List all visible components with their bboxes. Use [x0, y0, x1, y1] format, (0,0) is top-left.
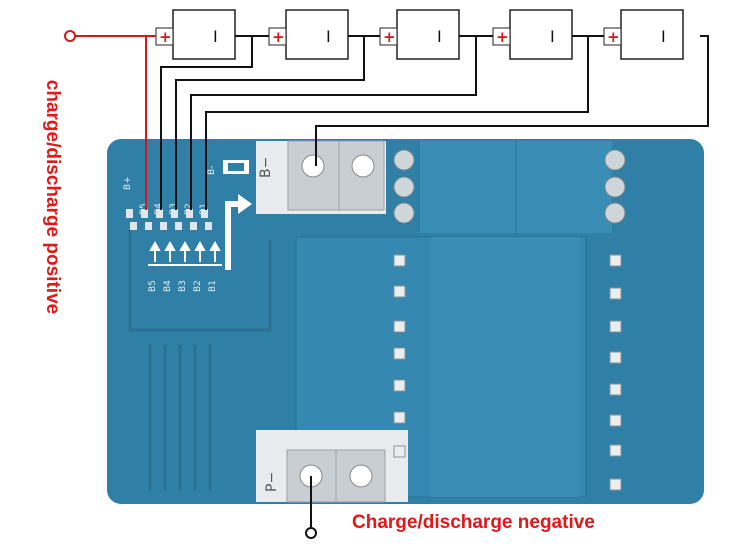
battery-cell-4: + I	[492, 9, 573, 60]
battery-cell-3: + I	[379, 9, 460, 60]
b-minus-hole-1	[301, 154, 325, 178]
battery-cell-2: + I	[268, 9, 349, 60]
battery-5-minus: I	[661, 27, 666, 46]
pin-label-b4: B4	[154, 203, 164, 215]
battery-3-minus: I	[437, 27, 442, 46]
pin-label-bplus: B+	[123, 176, 133, 190]
white-arrow	[225, 201, 238, 270]
battery-4-minus: I	[550, 27, 555, 46]
negative-terminal	[305, 527, 317, 539]
battery-1-minus: I	[213, 27, 218, 46]
mosfet-pads-left	[393, 254, 406, 458]
battery-cell-1: + I	[155, 9, 236, 60]
pin-label-bottom-b3: B3	[178, 280, 188, 292]
pin-label-bottom-b4: B4	[163, 280, 173, 292]
connector-bottom-labels: B5 B4 B3 B2 B1	[148, 280, 218, 292]
battery-1-plus: +	[159, 28, 172, 46]
negative-label: Charge/discharge negative	[352, 512, 595, 533]
b-minus-hole-2	[351, 154, 375, 178]
b-minus-terminal	[287, 140, 385, 211]
battery-4-plus: +	[496, 28, 509, 46]
pin-label-bottom-b5: B5	[148, 280, 158, 292]
pin-label-bottom-b2: B2	[193, 280, 203, 292]
p-minus-hole-2	[349, 464, 373, 488]
pin-label-bottom-b1: B1	[208, 280, 218, 292]
pcb-upper-right-region	[420, 141, 515, 233]
battery-5-plus: +	[607, 28, 620, 46]
connector-pads	[126, 209, 212, 230]
white-arrow-head	[238, 194, 252, 214]
pcb-right-region	[430, 237, 580, 497]
b-minus-label: B−	[258, 157, 274, 178]
battery-2-minus: I	[326, 27, 331, 46]
pcb-upper-right-region-2	[517, 141, 612, 233]
balance-wires	[160, 35, 709, 210]
pcb-traces	[128, 230, 272, 490]
mosfet-pads-right	[609, 254, 622, 491]
positive-label: charge/discharge positive	[42, 79, 63, 315]
battery-cell-5: + I	[603, 9, 684, 60]
battery-2-plus: +	[272, 28, 285, 46]
screws-right	[604, 149, 626, 224]
positive-wire	[74, 35, 156, 210]
battery-3-plus: +	[383, 28, 396, 46]
pin-label-bminus: B-	[207, 166, 217, 175]
up-arrow-marks	[148, 240, 222, 266]
silk-mark-inner	[228, 163, 244, 171]
positive-terminal	[64, 30, 76, 42]
p-minus-label: P−	[264, 472, 280, 492]
screws-left	[393, 149, 415, 224]
